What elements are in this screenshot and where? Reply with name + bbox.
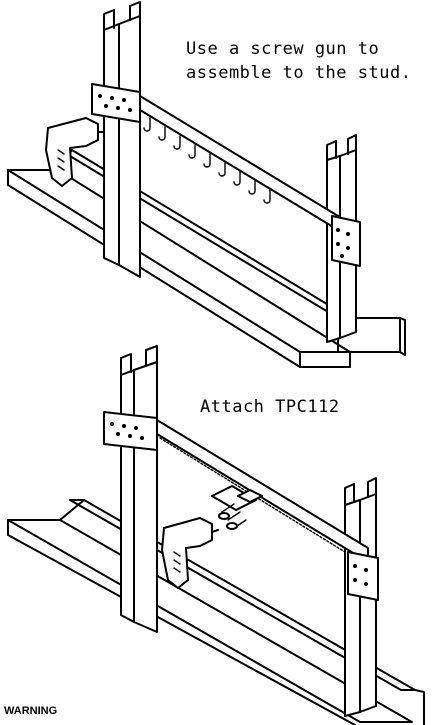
- bottom-assembly: Attach TPC112: [7, 345, 425, 725]
- caption-top-line1: Use a screw gun to: [186, 39, 379, 59]
- top-brace-strap: [91, 83, 361, 267]
- top-bracket-holes: [98, 94, 350, 258]
- top-near-stud: [103, 1, 141, 278]
- caption-top-line2: assemble to the stud.: [186, 63, 411, 83]
- bottom-screw-gun-icon: [161, 517, 219, 589]
- tpc112-clip-icon: [211, 485, 263, 530]
- bottom-brace-strap: [103, 411, 379, 601]
- top-screw-row: [143, 117, 271, 204]
- top-screw-gun-icon: [45, 117, 105, 187]
- bottom-bracket-holes: [110, 422, 368, 586]
- top-assembly: Use a screw gun to assemble to the stud.: [7, 1, 411, 368]
- caption-bottom: Attach TPC112: [200, 397, 340, 417]
- warning-label: WARNING: [4, 705, 57, 717]
- bottom-near-stud: [120, 345, 158, 633]
